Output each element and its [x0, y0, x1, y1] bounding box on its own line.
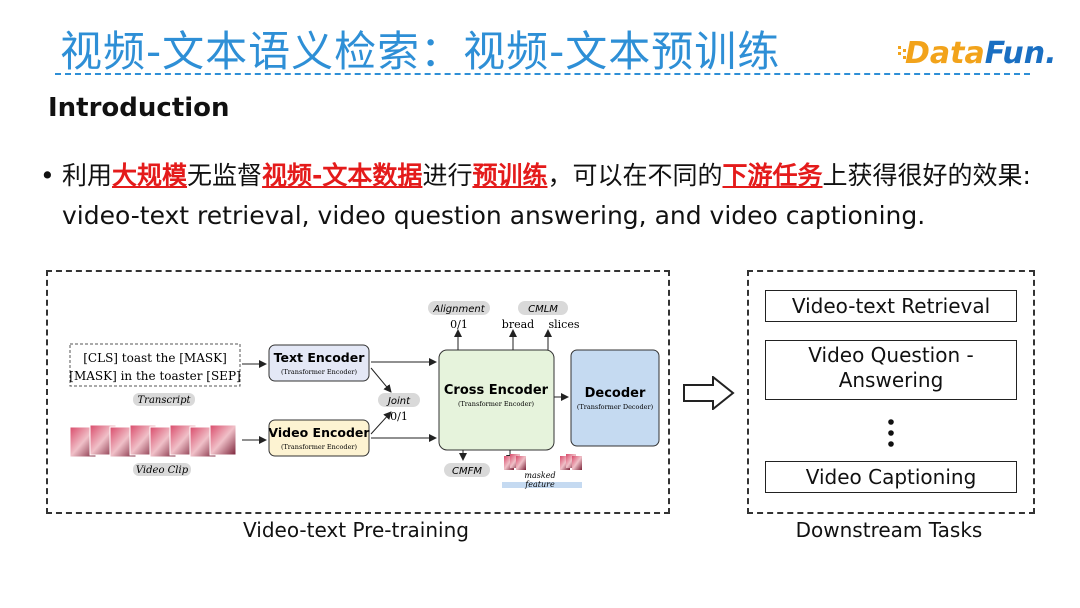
highlight-video-text-data: 视频-文本数据 [262, 161, 423, 190]
cmlm-label: CMLM [528, 304, 558, 315]
datafun-logo: DataFun. [905, 36, 1056, 71]
bullet-text: 上获得很好的效果: video-text retrieval, video qu… [62, 161, 1031, 230]
joint-label: Joint [386, 396, 411, 407]
masked-feature-frames [502, 454, 582, 488]
ellipsis-vertical-icon [888, 419, 894, 447]
masked-feature-line-2: feature [524, 480, 555, 489]
task-video-question-answering: Video Question - Answering [765, 340, 1017, 400]
downstream-caption: Downstream Tasks [795, 518, 983, 542]
logo-fun-text: Fun. [984, 36, 1057, 71]
transcript-box [69, 343, 241, 387]
pretraining-caption: Video-text Pre-training [243, 518, 469, 542]
highlight-downstream-tasks: 下游任务 [722, 161, 823, 190]
transcript-line-2: [MASK] in the toaster [SEP] [69, 369, 240, 383]
text-encoder-title: Text Encoder [274, 350, 366, 365]
title-divider [55, 73, 1030, 75]
bullet-text: 利用 [62, 161, 113, 190]
video-encoder-title: Video Encoder [268, 425, 370, 440]
pretraining-diagram-box: [CLS] toast the [MASK] [MASK] in the toa… [46, 270, 670, 514]
text-encoder-sub: (Transformer Encoder) [281, 368, 358, 376]
cmlm-word-1: bread [502, 318, 534, 331]
decoder-block [570, 349, 660, 447]
downstream-tasks-box [747, 270, 1035, 514]
bullet-text: ，可以在不同的 [547, 161, 723, 190]
bullet-dot: • [40, 161, 55, 190]
decoder-title: Decoder [585, 386, 646, 401]
alignment-value: 0/1 [450, 318, 468, 331]
right-arrow-icon [683, 376, 735, 410]
video-encoder-sub: (Transformer Encoder) [281, 443, 358, 451]
task-video-text-retrieval: Video-text Retrieval [765, 290, 1017, 322]
alignment-label: Alignment [432, 304, 485, 315]
bullet-paragraph: • 利用大规模无监督视频-文本数据进行预训练，可以在不同的下游任务上获得很好的效… [40, 156, 1060, 236]
bullet-text: 无监督 [187, 161, 263, 190]
section-heading: Introduction [48, 93, 230, 123]
highlight-pretraining: 预训练 [472, 161, 548, 190]
cross-encoder-title: Cross Encoder [444, 383, 549, 398]
transcript-line-1: [CLS] toast the [MASK] [83, 351, 227, 365]
cmlm-word-2: slices [549, 318, 580, 331]
masked-feature-line-1: masked [524, 471, 555, 480]
video-encoder-block [268, 419, 370, 457]
bullet-text: 进行 [422, 161, 473, 190]
transcript-label: Transcript [138, 395, 192, 406]
task-video-captioning: Video Captioning [765, 461, 1017, 493]
slide-title: 视频-文本语义检索：视频-文本预训练 [60, 27, 781, 76]
video-clip-label: Video Clip [136, 465, 189, 476]
cross-encoder-sub: (Transformer Encoder) [458, 400, 535, 408]
cmfm-label: CMFM [452, 466, 482, 477]
logo-dots-icon [898, 46, 906, 59]
text-encoder-block [268, 344, 370, 382]
cross-encoder-block [438, 349, 555, 451]
logo-data-text: Data [905, 36, 985, 71]
decoder-sub: (Transformer Decoder) [577, 403, 654, 411]
joint-value: 0/1 [390, 410, 408, 423]
video-clip-frames [69, 424, 237, 458]
highlight-large-scale: 大规模 [112, 161, 188, 190]
pretraining-diagram: [CLS] toast the [MASK] [MASK] in the toa… [69, 301, 660, 489]
